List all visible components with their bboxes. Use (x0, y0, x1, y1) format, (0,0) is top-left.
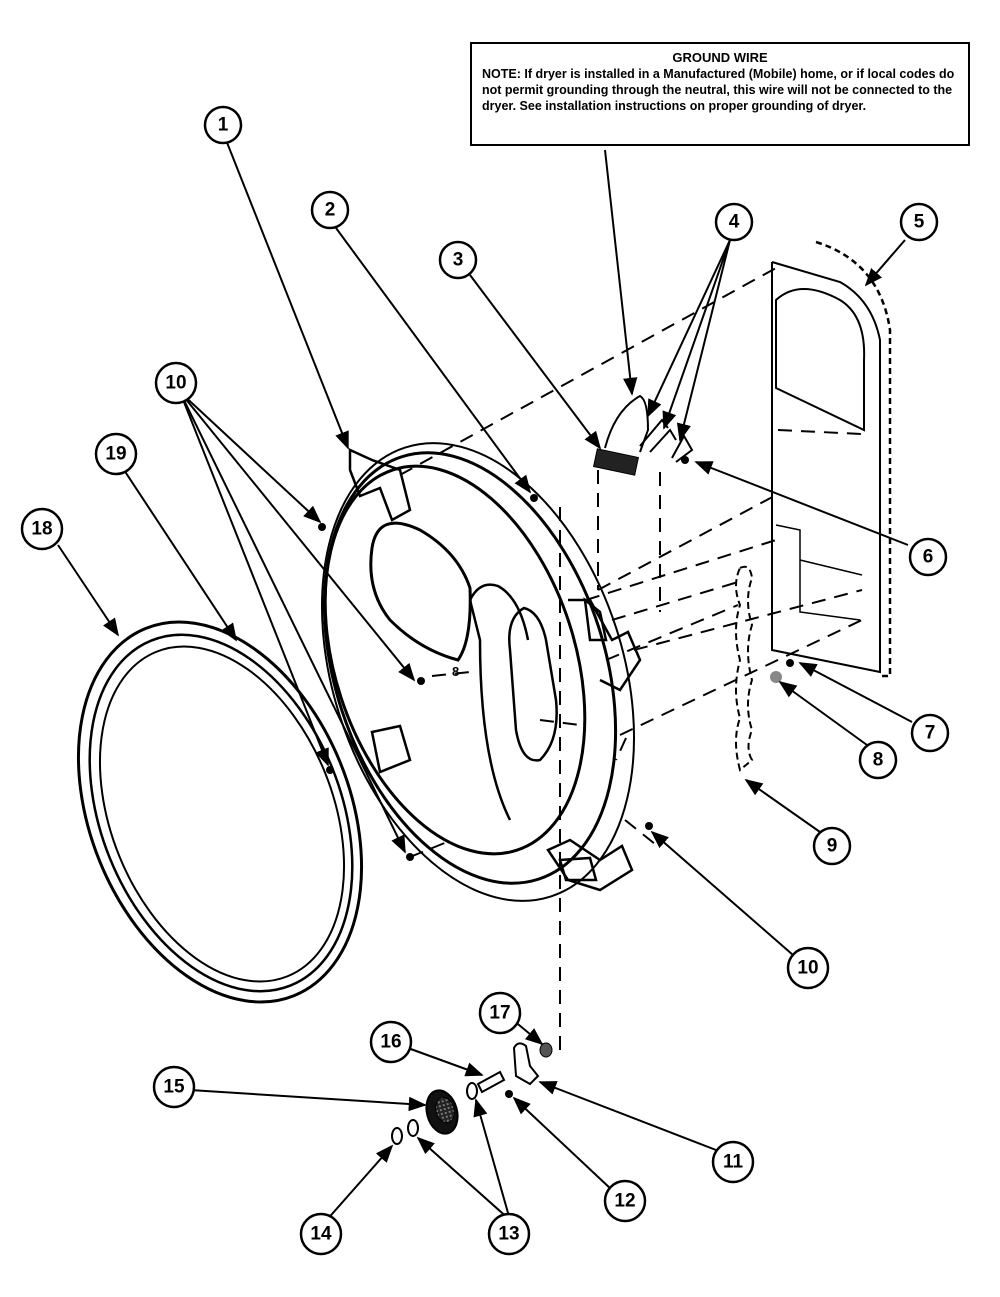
svg-text:18: 18 (31, 519, 52, 540)
svg-text:19: 19 (105, 444, 126, 465)
svg-text:5: 5 (914, 212, 925, 233)
svg-text:13: 13 (498, 1224, 519, 1245)
callout-6: 6 (908, 537, 948, 577)
svg-text:10: 10 (165, 373, 186, 394)
svg-text:17: 17 (489, 1003, 510, 1024)
svg-text:11: 11 (723, 1152, 744, 1173)
alignment-lines (399, 267, 863, 1050)
callout-16: 16 (369, 1020, 413, 1064)
callout-3: 3 (438, 240, 478, 280)
wire-harness-connector (592, 394, 694, 476)
front-bulkhead (321, 442, 642, 902)
svg-text:1: 1 (218, 115, 229, 136)
callout-2: 2 (310, 190, 350, 230)
svg-text:6: 6 (923, 547, 934, 568)
screws (318, 456, 794, 1098)
callout-9: 9 (812, 826, 852, 866)
callout-10-top: 10 (154, 361, 198, 405)
svg-text:8: 8 (873, 750, 884, 771)
ground-wire-note: GROUND WIRE NOTE: If dryer is installed … (470, 42, 970, 146)
callout-17: 17 (478, 991, 522, 1035)
callout-18: 18 (20, 507, 64, 551)
callout-5: 5 (899, 202, 939, 242)
svg-text:14: 14 (310, 1224, 332, 1245)
callout-4: 4 (714, 202, 754, 242)
svg-text:12: 12 (614, 1191, 635, 1212)
svg-text:7: 7 (925, 723, 936, 744)
svg-text:3: 3 (453, 250, 464, 271)
bracket-strip (735, 565, 754, 772)
callout-19: 19 (94, 432, 138, 476)
callout-1: 1 (203, 105, 243, 145)
leader-lines (57, 139, 913, 1223)
note-title: GROUND WIRE (672, 50, 768, 65)
callout-13: 13 (487, 1212, 531, 1256)
callout-14: 14 (299, 1212, 343, 1256)
callout-15: 15 (152, 1065, 196, 1109)
svg-text:16: 16 (380, 1032, 401, 1053)
glide-roller-assembly (391, 1042, 553, 1145)
note-text: NOTE: If dryer is installed in a Manufac… (482, 67, 955, 113)
inline-label: 8 (452, 664, 459, 679)
svg-text:9: 9 (827, 836, 838, 857)
callout-8: 8 (858, 740, 898, 780)
svg-text:2: 2 (325, 200, 336, 221)
door-seal-ring (76, 620, 364, 1004)
svg-text:15: 15 (163, 1077, 185, 1098)
callout-12: 12 (603, 1179, 647, 1223)
callout-7: 7 (910, 713, 950, 753)
callout-11: 11 (711, 1140, 755, 1184)
svg-text:4: 4 (729, 212, 740, 233)
svg-text:10: 10 (797, 958, 818, 979)
callout-10-bottom: 10 (786, 946, 830, 990)
blower-cover-panel (771, 240, 892, 678)
